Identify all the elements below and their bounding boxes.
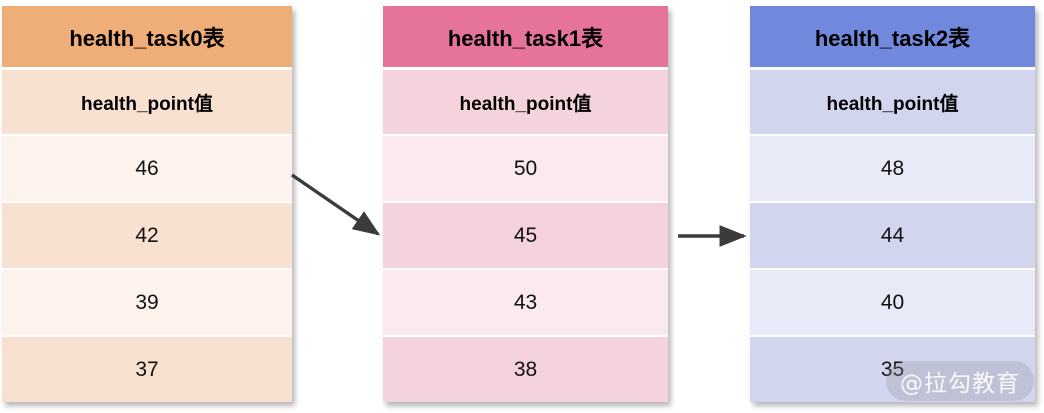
table-row: 50 (383, 136, 668, 201)
table-row: 40 (750, 270, 1035, 335)
table-health-task2: health_task2表 health_point值 48 44 40 35 (750, 6, 1035, 402)
table-row: 37 (2, 337, 292, 402)
row-separator (750, 134, 1035, 136)
table-title-health-task0: health_task0表 (2, 6, 292, 67)
row-separator (2, 134, 292, 136)
arrow-task0-to-task1 (291, 173, 381, 236)
row-separator (383, 134, 668, 136)
table-row: 38 (383, 337, 668, 402)
row-separator (750, 268, 1035, 270)
row-separator (2, 268, 292, 270)
table-health-task0: health_task0表 health_point值 46 42 39 37 (2, 6, 292, 402)
column-header-health-task0: health_point值 (2, 70, 292, 134)
row-separator (2, 335, 292, 337)
column-header-health-task2: health_point值 (750, 70, 1035, 134)
row-separator (383, 335, 668, 337)
row-separator (383, 268, 668, 270)
table-row: 39 (2, 270, 292, 335)
watermark: @拉勾教育 (886, 361, 1034, 401)
table-title-separator (2, 67, 292, 70)
row-separator (750, 335, 1035, 337)
table-row: 43 (383, 270, 668, 335)
table-row: 35 (750, 337, 1035, 402)
row-separator (383, 201, 668, 203)
row-separator (750, 201, 1035, 203)
table-row: 45 (383, 203, 668, 268)
table-health-task1: health_task1表 health_point值 50 45 43 38 (383, 6, 668, 402)
table-title-health-task2: health_task2表 (750, 6, 1035, 67)
table-row: 42 (2, 203, 292, 268)
table-title-separator (750, 67, 1035, 70)
column-header-health-task1: health_point值 (383, 70, 668, 134)
table-row: 48 (750, 136, 1035, 201)
table-row: 46 (2, 136, 292, 201)
table-row: 44 (750, 203, 1035, 268)
table-title-separator (383, 67, 668, 70)
table-title-health-task1: health_task1表 (383, 6, 668, 67)
row-separator (2, 201, 292, 203)
